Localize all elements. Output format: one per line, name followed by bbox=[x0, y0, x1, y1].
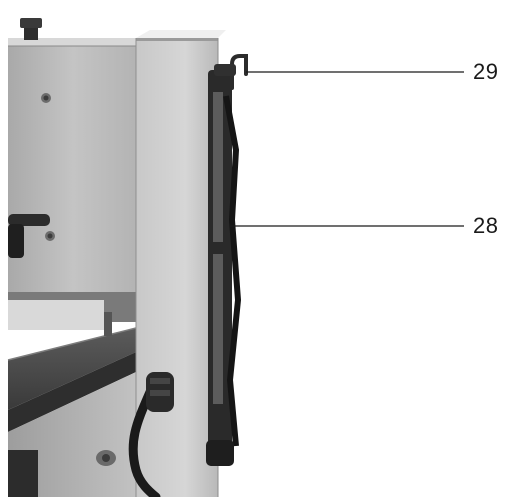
main-column bbox=[135, 30, 226, 497]
base-housing bbox=[8, 372, 136, 497]
guide-plate bbox=[8, 300, 104, 330]
clamp-lever bbox=[8, 214, 50, 258]
machine-photo bbox=[7, 18, 248, 497]
hanging-hook bbox=[214, 54, 248, 90]
upper-housing bbox=[8, 18, 138, 310]
power-cable bbox=[128, 372, 174, 497]
work-table bbox=[7, 312, 137, 432]
housing-bolt-upper bbox=[41, 93, 51, 103]
housing-bolt-lower bbox=[45, 231, 55, 241]
accessory-bracket bbox=[206, 70, 242, 466]
callout-label-28: 28 bbox=[473, 213, 499, 238]
callout-label-29: 29 bbox=[473, 59, 499, 84]
